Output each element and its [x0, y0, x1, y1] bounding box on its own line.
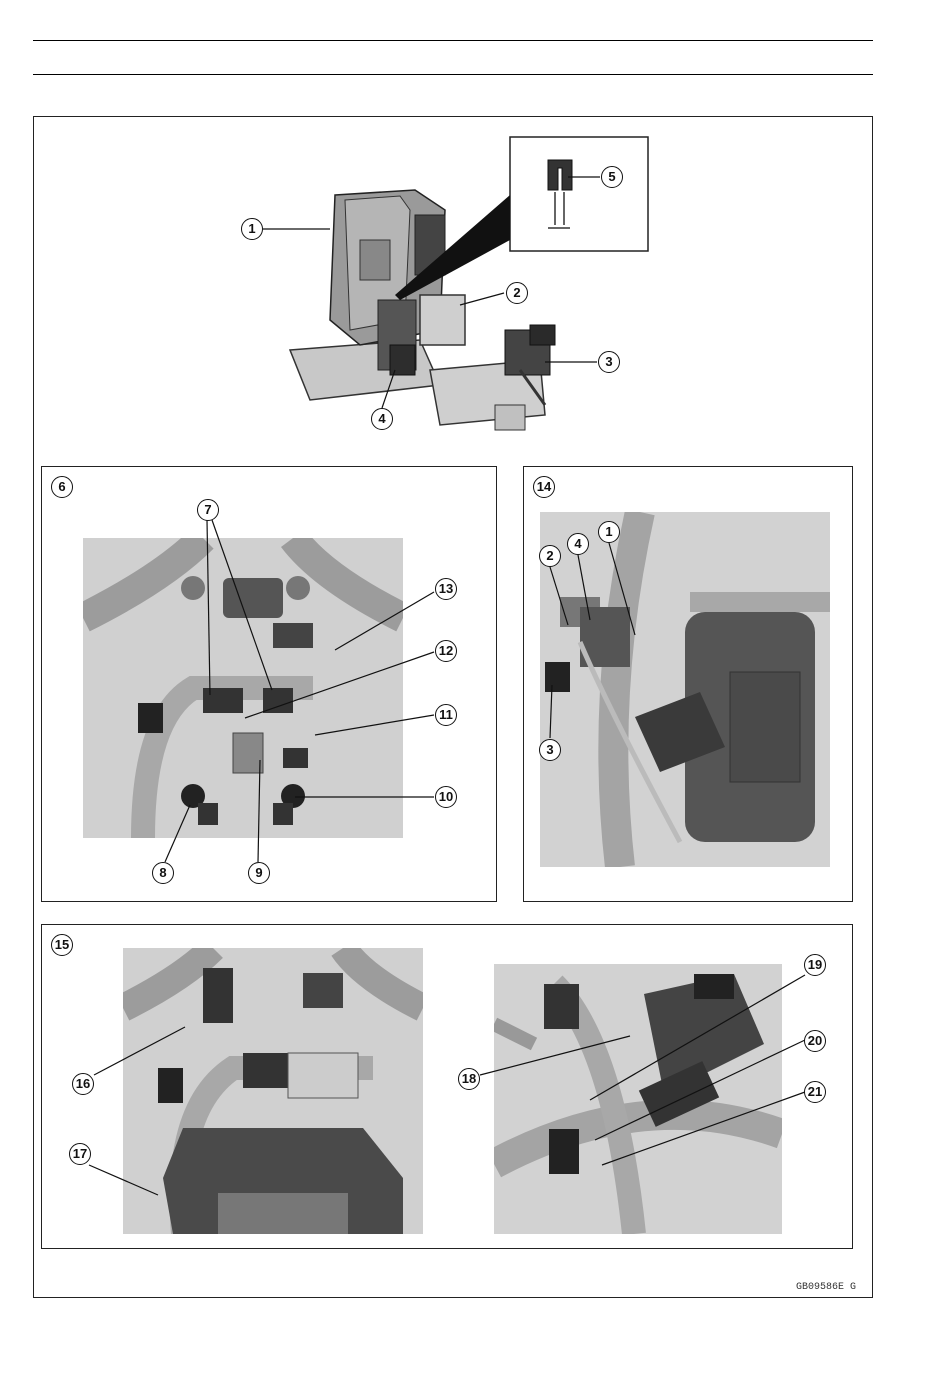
header-rule-top: [33, 40, 873, 41]
figure-code: GB09586E G: [796, 1282, 856, 1293]
callout-20: 20: [804, 1030, 826, 1052]
panel-14-callout-4: 4: [567, 533, 589, 555]
callout-17: 17: [69, 1143, 91, 1165]
callout-7: 7: [197, 499, 219, 521]
callout-13: 13: [435, 578, 457, 600]
callout-2: 2: [506, 282, 528, 304]
callout-9: 9: [248, 862, 270, 884]
callout-8: 8: [152, 862, 174, 884]
callout-1: 1: [241, 218, 263, 240]
header-rule-bottom: [33, 74, 873, 75]
panel-6-label: 6: [51, 476, 73, 498]
panel-14-label: 14: [533, 476, 555, 498]
panel-15-right-photo: [494, 964, 782, 1234]
callout-11: 11: [435, 704, 457, 726]
callout-5: 5: [601, 166, 623, 188]
callout-16: 16: [72, 1073, 94, 1095]
panel-14-callout-3: 3: [539, 739, 561, 761]
callout-18: 18: [458, 1068, 480, 1090]
panel-14-callout-2: 2: [539, 545, 561, 567]
callout-3: 3: [598, 351, 620, 373]
panel-6-photo: [83, 538, 403, 838]
callout-10: 10: [435, 786, 457, 808]
panel-15-label: 15: [51, 934, 73, 956]
callout-19: 19: [804, 954, 826, 976]
panel-14-photo: [540, 512, 830, 867]
panel-14-callout-1: 1: [598, 521, 620, 543]
callout-21: 21: [804, 1081, 826, 1103]
callout-12: 12: [435, 640, 457, 662]
callout-4: 4: [371, 408, 393, 430]
panel-15-left-photo: [123, 948, 423, 1234]
